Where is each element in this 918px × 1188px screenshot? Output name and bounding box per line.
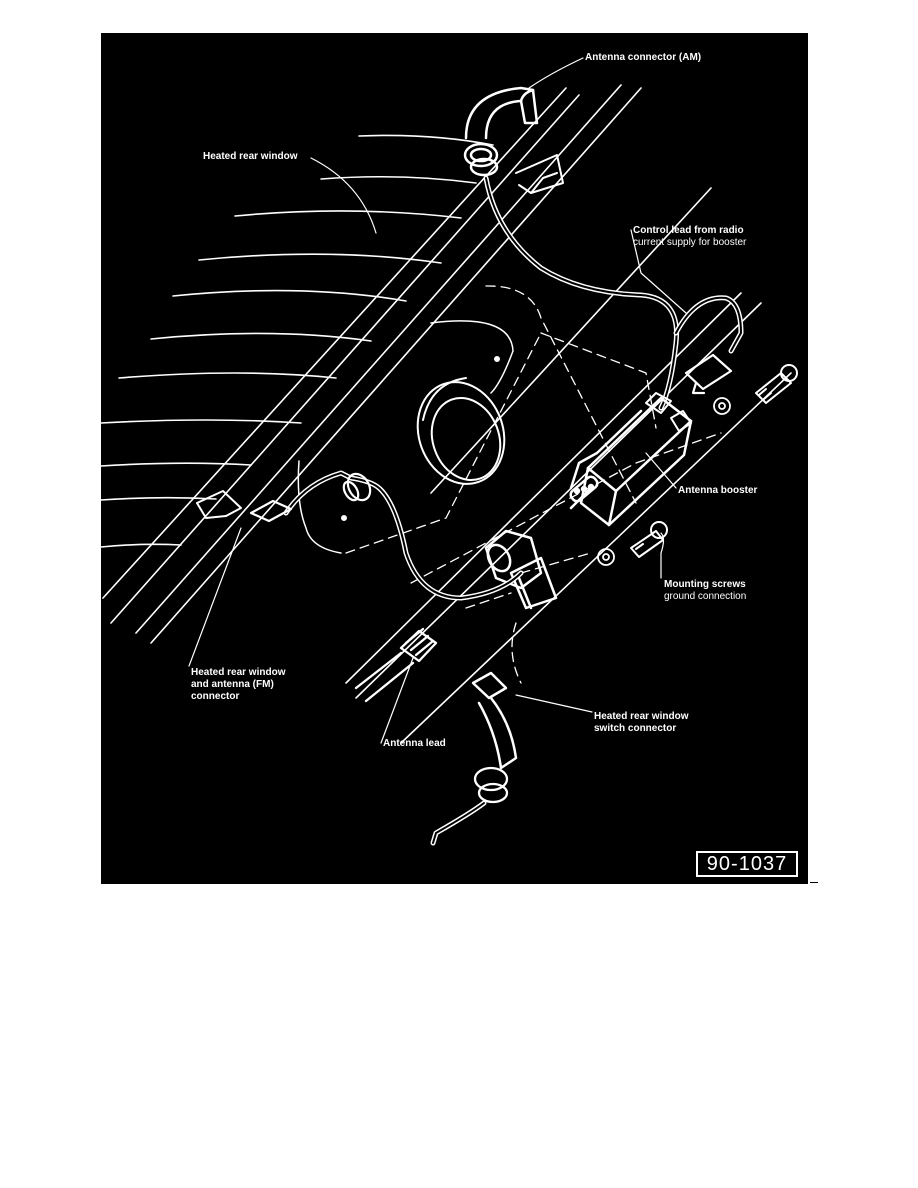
- antenna-booster-box: [569, 396, 693, 527]
- label-antenna-booster: Antenna booster: [678, 485, 758, 496]
- am-connector-grommet: [463, 142, 499, 177]
- label-mounting-screws: Mounting screws ground connection: [664, 579, 747, 602]
- control-lead-cable-inner: [675, 296, 742, 352]
- label-antenna-connector-am: Antenna connector (AM): [585, 52, 702, 63]
- upper-screw: [755, 364, 798, 404]
- label-heated-rear-window: Heated rear window: [203, 151, 298, 162]
- edge-mark: [810, 882, 818, 883]
- label-switch-connector: Heated rear window switch connector: [594, 711, 689, 734]
- panel-hole: [416, 377, 506, 485]
- booster-terminals: [645, 392, 692, 432]
- fm-window-clip: [196, 490, 242, 519]
- am-cable: [483, 175, 680, 411]
- label-antenna-lead: Antenna lead: [383, 738, 446, 749]
- fm-connector-plug: [249, 499, 293, 523]
- window-frame-lines: [102, 84, 792, 744]
- dashed-outlines: [345, 285, 722, 684]
- heating-grid-lines: [101, 134, 494, 548]
- leader-lines: [188, 57, 687, 744]
- control-lead-plug: [684, 353, 733, 395]
- switch-connector-grommet: [473, 766, 509, 804]
- switch-connector: [471, 671, 518, 770]
- label-control-lead: Control lead from radio current supply f…: [633, 225, 747, 248]
- label-heated-rear-window-fm: Heated rear window and antenna (FM) conn…: [191, 667, 286, 702]
- mount-point-upper: [494, 356, 500, 362]
- figure-id-box: 90-1037: [696, 851, 798, 877]
- am-terminal-clip: [515, 154, 564, 194]
- fm-cable-inner: [285, 472, 522, 599]
- panel-contour-lower: [297, 460, 342, 554]
- lower-bracket: [484, 529, 558, 610]
- upper-washer: [713, 397, 731, 415]
- am-cable-inner: [485, 177, 678, 409]
- panel-contour: [430, 320, 514, 394]
- switch-cable-inner: [432, 802, 485, 844]
- antenna-lead-plug: [354, 627, 438, 703]
- fm-cable-grommet: [342, 472, 372, 502]
- am-connector-plug: [464, 86, 539, 140]
- mount-point-lower: [341, 515, 347, 521]
- diagram-figure: Antenna connector (AM) Heated rear windo…: [101, 33, 808, 884]
- fm-cable: [283, 470, 524, 601]
- diagram-artwork: [101, 57, 798, 846]
- lower-washer: [597, 548, 615, 566]
